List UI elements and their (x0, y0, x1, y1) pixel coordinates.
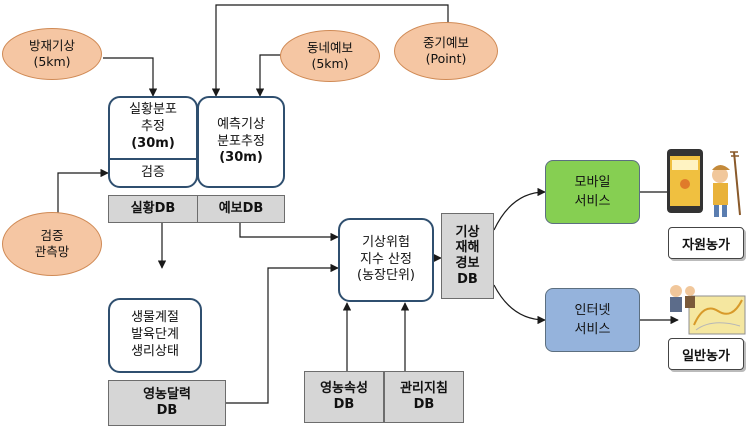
general-farmer-label: 일반농가 (668, 338, 744, 370)
arrow-warning-to-internet (493, 284, 546, 325)
actual-db: 실황DB (108, 195, 198, 223)
arrow-verify-net (57, 168, 109, 215)
arrow-warning-to-mobile (493, 187, 546, 231)
smartphone-farmer-icon (667, 149, 741, 217)
forecast-distribution-box: 예측기상 분포추정 (30m) (197, 96, 285, 188)
web-map-icon (670, 285, 746, 335)
actual-distribution-box: 실황분포 추정 (30m) 검증 (108, 96, 198, 188)
arrow-dongne-to-forecast (255, 54, 282, 97)
volunteer-farmer-label: 자원농가 (668, 227, 744, 259)
arrow-disaster-to-actual (103, 57, 158, 97)
arrow-midterm-to-forecast (211, 4, 449, 97)
midterm-forecast-input: 중기예보 (Point) (394, 22, 498, 80)
weather-warning-db: 기상 재해 경보 DB (441, 213, 494, 299)
management-guide-db: 관리지침 DB (384, 371, 464, 423)
forecast-db: 예보DB (197, 195, 285, 223)
arrow-calendar-to-risk (226, 263, 339, 404)
dongne-forecast-input: 동네예보 (5km) (280, 30, 380, 82)
arrow-forecast-to-risk (239, 223, 339, 242)
verification-network-input: 검증 관측망 (2, 212, 102, 276)
verification-section: 검증 (110, 158, 196, 186)
risk-index-box: 기상위험 지수 산정 (농장단위) (338, 218, 434, 302)
farm-calendar-db: 영농달력 DB (108, 380, 226, 426)
internet-service-box: 인터넷 서비스 (545, 288, 640, 352)
farm-attribute-db: 영농속성 DB (304, 371, 384, 423)
disaster-weather-input: 방재기상 (5km) (2, 28, 102, 80)
bio-season-box: 생물계절 발육단계 생리상태 (108, 298, 202, 373)
mobile-service-box: 모바일 서비스 (545, 160, 640, 224)
